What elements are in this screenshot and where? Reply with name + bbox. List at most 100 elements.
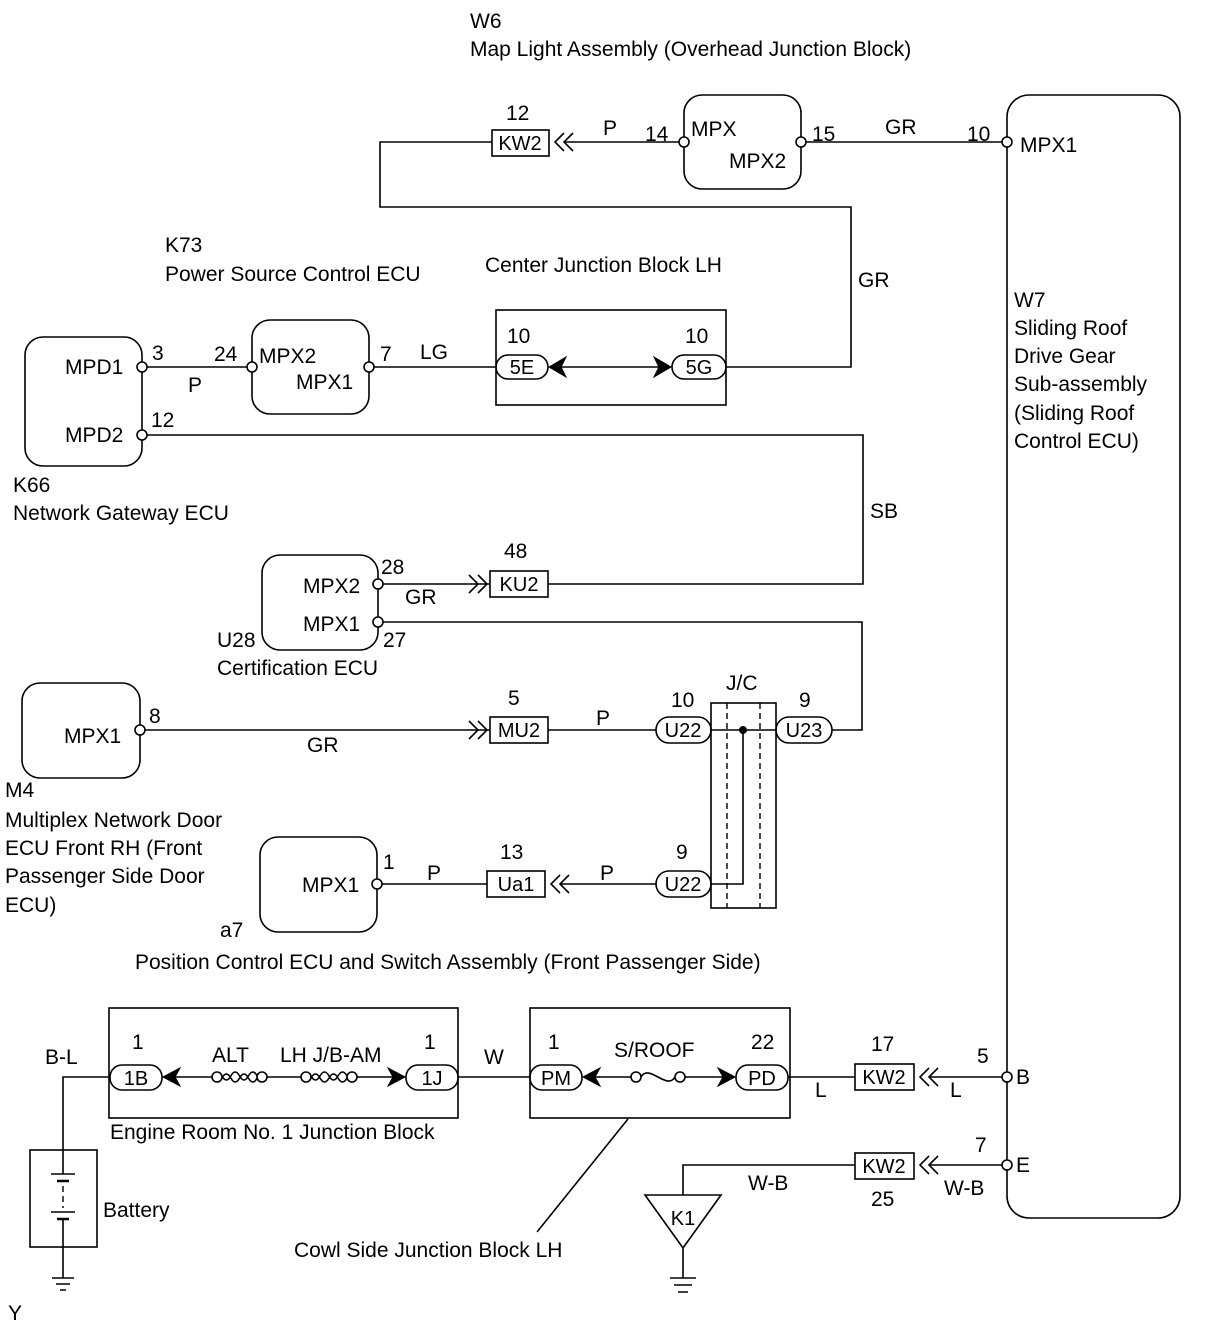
w7-terminal-mpx1: MPX1: [1020, 134, 1077, 157]
w6-code: W6: [470, 10, 502, 33]
wire-color-label: P: [603, 117, 617, 140]
connector-u22-top: [655, 716, 712, 744]
a7-pin-1: 1: [383, 851, 395, 874]
terminal-pin-icon: [136, 361, 148, 373]
jc-label: J/C: [726, 672, 758, 695]
wire-color-label: W-B: [748, 1172, 788, 1195]
wire-u28-mpx1-to-u23: [383, 621, 863, 731]
w6-terminal-mpx2: MPX2: [729, 150, 786, 173]
wire-k66-mpd2-to-ku2: [147, 434, 864, 585]
fusible-link-icon: [310, 1071, 348, 1083]
center-jb-pin-right: 10: [685, 325, 708, 348]
terminal-pin-icon: [372, 578, 384, 590]
terminal-pin-icon: [363, 361, 375, 373]
connector-5g: [671, 354, 727, 380]
connector-5e-label: 5E: [510, 357, 534, 379]
u28-terminal-mpx1: MPX1: [303, 613, 360, 636]
k66-pin-12: 12: [151, 409, 174, 432]
connector-u22-top-pin: 10: [671, 689, 694, 712]
k66-code: K66: [13, 474, 50, 497]
ground-point-code: K1: [671, 1208, 695, 1230]
wire-color-label: P: [188, 374, 202, 397]
w7-name-line: Sliding Roof: [1014, 317, 1127, 340]
u28-component-box: [261, 554, 379, 651]
connector-1b-label: 1B: [124, 1068, 148, 1090]
w7-pin-5: 5: [977, 1045, 989, 1068]
ground-icon: [670, 1248, 696, 1293]
ua1-connector-code: Ua1: [498, 874, 535, 896]
kw2-e-connector-pin: 25: [871, 1188, 894, 1211]
terminal-pin-icon: [136, 429, 148, 441]
connector-u22-bottom-pin: 9: [676, 841, 688, 864]
battery-plate-icon: [57, 1179, 69, 1221]
ku2-connector-box: [489, 570, 549, 598]
fusible-link-alt-label: ALT: [212, 1044, 249, 1067]
terminal-pin-icon: [1001, 136, 1013, 148]
wire-color-label: W-B: [944, 1177, 984, 1200]
w7-component-box: [1006, 94, 1181, 1219]
w6-terminal-mpx: MPX: [691, 118, 737, 141]
wire-battery-feed: [62, 1076, 110, 1150]
jc-box: [710, 702, 777, 909]
ground-point-triangle-icon: [643, 1194, 723, 1250]
fuse-icon: [640, 1072, 676, 1082]
wire-color-label: B-L: [45, 1046, 78, 1069]
wire-color-label: LG: [420, 341, 448, 364]
figure-code: Y: [8, 1302, 22, 1325]
engine-room-jb-name: Engine Room No. 1 Junction Block: [110, 1121, 435, 1144]
junction-arrow-icon: [386, 1066, 407, 1088]
w7-pin-7: 7: [975, 1134, 987, 1157]
w7-name-line: Drive Gear: [1014, 345, 1116, 368]
cowl-jb-name: Cowl Side Junction Block LH: [294, 1239, 562, 1262]
terminal-pin-icon: [1001, 1159, 1013, 1171]
terminal-pin-icon: [1001, 1071, 1013, 1083]
k73-pin-24: 24: [214, 343, 238, 366]
cowl-jb-box: [529, 1007, 791, 1119]
wire-color-label: W: [484, 1046, 504, 1069]
a7-terminal-mpx1: MPX1: [302, 874, 359, 897]
k66-pin-3: 3: [152, 342, 164, 365]
k73-code: K73: [165, 234, 202, 257]
cowl-jb-pin-left: 1: [548, 1031, 560, 1054]
fuse-terminal-icon: [211, 1071, 223, 1083]
kw2-e-connector-box: [854, 1152, 915, 1180]
wire-color-label: L: [950, 1079, 962, 1102]
fuse-terminal-icon: [674, 1071, 686, 1083]
terminal-pin-icon: [795, 136, 807, 148]
kw2-connector-pin: 12: [506, 102, 529, 125]
w7-pin-10: 10: [967, 123, 990, 146]
cowl-jb-pin-right: 22: [751, 1031, 774, 1054]
double-chevron-connector-icon: [468, 574, 489, 594]
ku2-connector-code: KU2: [500, 574, 539, 596]
wire-kw2-to-center-jb: [379, 141, 852, 368]
terminal-pin-icon: [678, 136, 690, 148]
engine-room-jb-pin-left: 1: [132, 1031, 144, 1054]
connector-u23: [775, 716, 833, 744]
ground-icon: [52, 1277, 74, 1291]
w6-component-box: [683, 94, 802, 190]
kw2-connector-code: KW2: [498, 133, 541, 155]
m4-terminal-mpx1: MPX1: [64, 725, 121, 748]
center-jb-box: [495, 309, 727, 406]
connector-u22-bottom-label: U22: [665, 874, 702, 896]
wire-ground-to-kw2: [682, 1164, 855, 1195]
w7-name-line: (Sliding Roof: [1014, 402, 1134, 425]
center-jb-name: Center Junction Block LH: [485, 254, 722, 277]
u28-name: Certification ECU: [217, 657, 378, 680]
w6-name: Map Light Assembly (Overhead Junction Bl…: [470, 38, 911, 61]
w7-name-line: Control ECU): [1014, 430, 1139, 453]
fuse-terminal-icon: [346, 1071, 358, 1083]
k66-terminal-mpd1: MPD1: [65, 356, 123, 379]
engine-room-jb-box: [108, 1007, 459, 1119]
terminal-pin-icon: [134, 724, 146, 736]
fusible-link-lh-jb-am-label: LH J/B-AM: [280, 1044, 382, 1067]
w6-pin-14: 14: [645, 123, 669, 146]
u28-pin-28: 28: [381, 556, 404, 579]
connector-pm-label: PM: [541, 1068, 571, 1090]
terminal-pin-icon: [372, 616, 384, 628]
wire-color-label: SB: [870, 500, 898, 523]
m4-name-line: Multiplex Network Door: [5, 809, 222, 832]
wire-color-label: L: [815, 1079, 827, 1102]
mu2-connector-pin: 5: [508, 687, 520, 710]
